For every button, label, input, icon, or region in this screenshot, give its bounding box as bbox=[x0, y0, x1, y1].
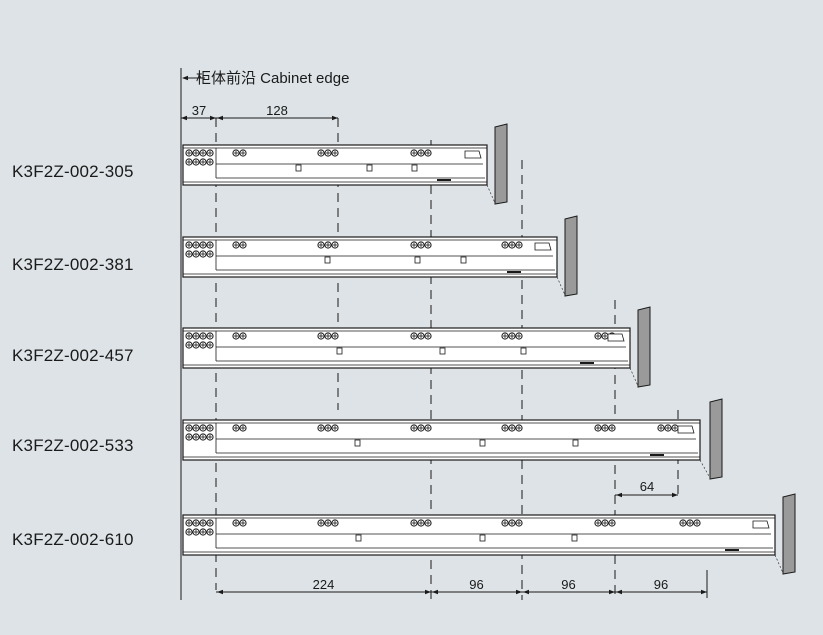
dim-bottom-arrow-l2 bbox=[523, 589, 529, 595]
dim-bottom-arrow-l0 bbox=[217, 589, 223, 595]
slide-2 bbox=[182, 306, 651, 388]
dimension-96-b: 96 bbox=[561, 577, 576, 592]
dim-bottom-arrow-r3 bbox=[701, 589, 707, 595]
slide-3 bbox=[182, 398, 723, 480]
slide-body bbox=[182, 419, 701, 461]
cabinet-edge-arrow bbox=[182, 75, 188, 81]
slide-body bbox=[182, 327, 631, 369]
dim-bottom-arrow-r2 bbox=[609, 589, 615, 595]
slide-1 bbox=[182, 215, 578, 297]
slide-body bbox=[182, 236, 558, 278]
cabinet-wall bbox=[494, 123, 508, 205]
model-label-610: K3F2Z-002-610 bbox=[12, 530, 134, 549]
slide-0 bbox=[182, 123, 508, 205]
model-label-305: K3F2Z-002-305 bbox=[12, 162, 134, 181]
cabinet-wall bbox=[782, 493, 796, 575]
model-label-533: K3F2Z-002-533 bbox=[12, 436, 134, 455]
dimension-128: 128 bbox=[266, 103, 288, 118]
dim-37-arrow-r bbox=[210, 115, 216, 121]
cabinet-wall bbox=[637, 306, 651, 388]
dimension-64: 64 bbox=[639, 479, 655, 494]
dim-bottom-arrow-l3 bbox=[616, 589, 622, 595]
slide-4 bbox=[182, 493, 796, 575]
dim-bottom-arrow-l1 bbox=[432, 589, 438, 595]
dimension-96-a: 96 bbox=[469, 577, 484, 592]
dim-bottom-arrow-r1 bbox=[516, 589, 522, 595]
cabinet-wall bbox=[709, 398, 723, 480]
model-label-457: K3F2Z-002-457 bbox=[12, 346, 134, 365]
dimension-224: 224 bbox=[312, 577, 335, 592]
model-label-381: K3F2Z-002-381 bbox=[12, 255, 134, 274]
dim-128-arrow-r bbox=[332, 115, 338, 121]
dim-bottom-arrow-r0 bbox=[425, 589, 431, 595]
slide-body bbox=[182, 514, 776, 556]
dim-37-arrow-l bbox=[181, 115, 187, 121]
cabinet-wall bbox=[564, 215, 578, 297]
dim-64-arrow-r bbox=[672, 492, 678, 498]
dimension-37: 37 bbox=[191, 103, 207, 118]
dim-64-arrow-l bbox=[616, 492, 622, 498]
dimension-96-c: 96 bbox=[653, 577, 669, 592]
dim-128-arrow-l bbox=[217, 115, 223, 121]
cabinet-edge-label: 柜体前沿 Cabinet edge bbox=[196, 70, 350, 87]
